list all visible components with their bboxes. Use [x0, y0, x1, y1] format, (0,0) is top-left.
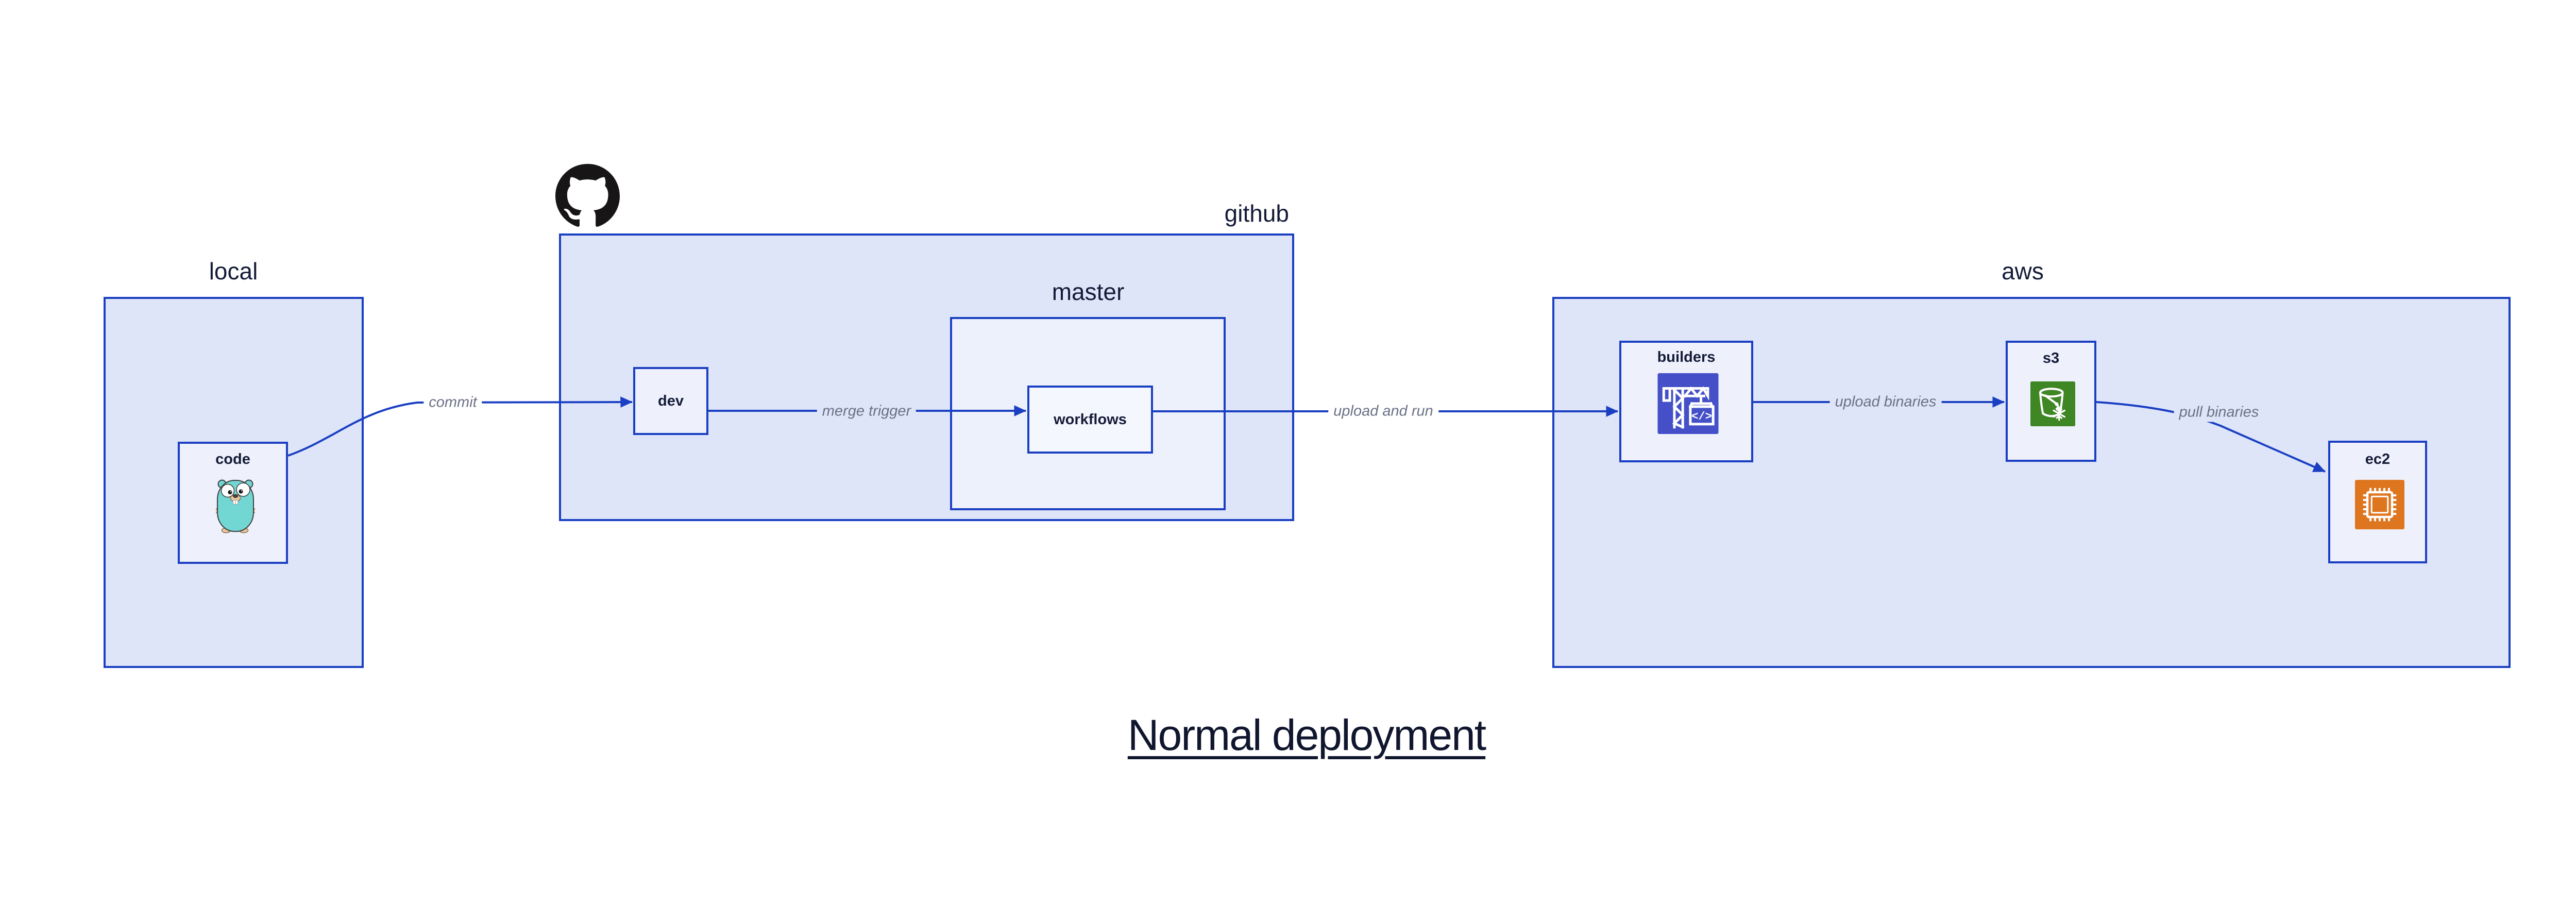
edge-label-merge-trigger: merge trigger [817, 402, 917, 421]
node-dev-label: dev [658, 392, 684, 409]
edge-label-upload-binaries: upload binaries [1829, 392, 1942, 412]
node-builders-label: builders [1657, 349, 1716, 365]
aws-ec2-chip-icon [2355, 480, 2404, 529]
edge-label-pull-binaries: pull binaries [2174, 403, 2264, 422]
aws-codebuild-icon: </> [1657, 373, 1719, 434]
github-octocat-mark [555, 164, 620, 227]
node-code: code [178, 442, 288, 564]
ec2-chip-pins [2363, 488, 2397, 522]
node-ec2-label: ec2 [2365, 451, 2391, 467]
node-code-label: code [215, 451, 250, 467]
edge-label-commit: commit [423, 393, 482, 412]
github-octocat-icon [555, 164, 620, 228]
diagram-title: Normal deployment [1127, 711, 1486, 759]
codebuild-code-glyph: </> [1691, 410, 1712, 423]
node-s3-label: s3 [2042, 350, 2060, 366]
node-ec2: ec2 [2328, 441, 2427, 563]
local-container-label: local [209, 258, 258, 285]
s3-snowflake-glyph [2053, 406, 2065, 421]
node-workflows: workflows [1027, 386, 1153, 454]
node-builders: builders </> [1619, 341, 1753, 462]
go-gopher-icon [216, 479, 255, 533]
edge-label-upload-and-run: upload and run [1328, 402, 1438, 421]
node-workflows-label: workflows [1054, 411, 1127, 428]
node-s3: s3 [2006, 341, 2096, 462]
github-container-label: github [1224, 200, 1289, 227]
node-dev: dev [633, 367, 708, 435]
aws-s3-bucket-icon [2030, 381, 2075, 426]
master-container-label: master [1052, 278, 1125, 305]
aws-container-label: aws [2002, 258, 2044, 285]
